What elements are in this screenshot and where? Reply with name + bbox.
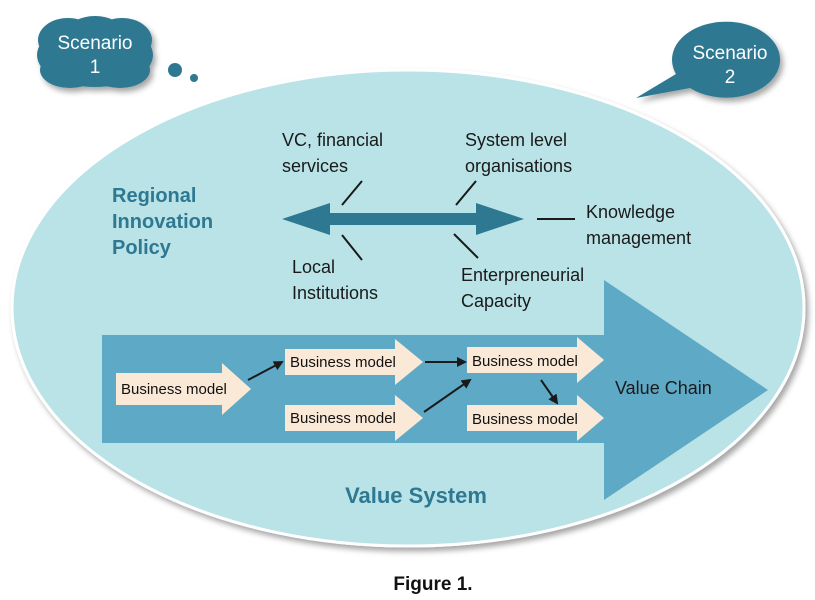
thought-dot-small bbox=[190, 74, 198, 82]
business-model-label-2: Business model bbox=[290, 354, 396, 371]
policy-double-arrow bbox=[282, 203, 524, 235]
business-model-label-5: Business model bbox=[472, 411, 578, 428]
knowledge-label-line-2: management bbox=[586, 228, 691, 248]
business-model-box-3: Business model bbox=[285, 395, 423, 441]
scenario-2-line-2: 2 bbox=[725, 67, 736, 88]
business-model-box-4: Business model bbox=[467, 337, 604, 383]
policy-title-line-2: Innovation bbox=[112, 211, 213, 233]
entrepreneurial-label-line-2: Capacity bbox=[461, 291, 531, 311]
business-model-box-5: Business model bbox=[467, 395, 604, 441]
thought-dot-large bbox=[168, 63, 182, 77]
system-label-line-2: organisations bbox=[465, 156, 572, 176]
business-model-box-1: Business model bbox=[116, 363, 251, 415]
policy-title-line-3: Policy bbox=[112, 237, 172, 259]
connector-4-to-5 bbox=[540, 379, 559, 405]
business-model-box-2: Business model bbox=[285, 339, 423, 385]
vc-label-line-1: VC, financial bbox=[282, 130, 383, 150]
scenario-1-line-2: 1 bbox=[90, 57, 101, 78]
value-chain-arrow bbox=[102, 280, 768, 500]
knowledge-label-line-1: Knowledge bbox=[586, 202, 675, 222]
scenario-2-line-1: Scenario bbox=[693, 43, 768, 64]
entrepreneurial-label-line-1: Enterpreneurial bbox=[461, 265, 584, 285]
spoke-entrepreneurial bbox=[453, 233, 479, 259]
connector-1-to-2 bbox=[247, 361, 284, 381]
business-model-label-3: Business model bbox=[290, 410, 396, 427]
scenario-1-bubble: Scenario 1 bbox=[37, 16, 198, 88]
vc-label-line-2: services bbox=[282, 156, 348, 176]
spoke-local bbox=[341, 234, 363, 261]
connector-3-to-4 bbox=[423, 378, 472, 413]
value-system-ellipse bbox=[10, 68, 806, 548]
scenario-2-bubble: Scenario 2 bbox=[636, 21, 781, 99]
value-chain-label: Value Chain bbox=[615, 378, 712, 398]
policy-title-line-1: Regional bbox=[112, 185, 196, 207]
local-label-line-1: Local bbox=[292, 257, 335, 277]
scenario-1-line-1: Scenario bbox=[58, 33, 133, 54]
value-system-heading: Value System bbox=[345, 483, 487, 508]
business-model-label-4: Business model bbox=[472, 353, 578, 370]
business-model-label-1: Business model bbox=[121, 381, 227, 398]
spoke-system bbox=[455, 180, 477, 206]
system-label-line-1: System level bbox=[465, 130, 567, 150]
local-label-line-2: Institutions bbox=[292, 283, 378, 303]
figure-caption: Figure 1. bbox=[393, 574, 472, 595]
spoke-vc bbox=[341, 180, 363, 206]
